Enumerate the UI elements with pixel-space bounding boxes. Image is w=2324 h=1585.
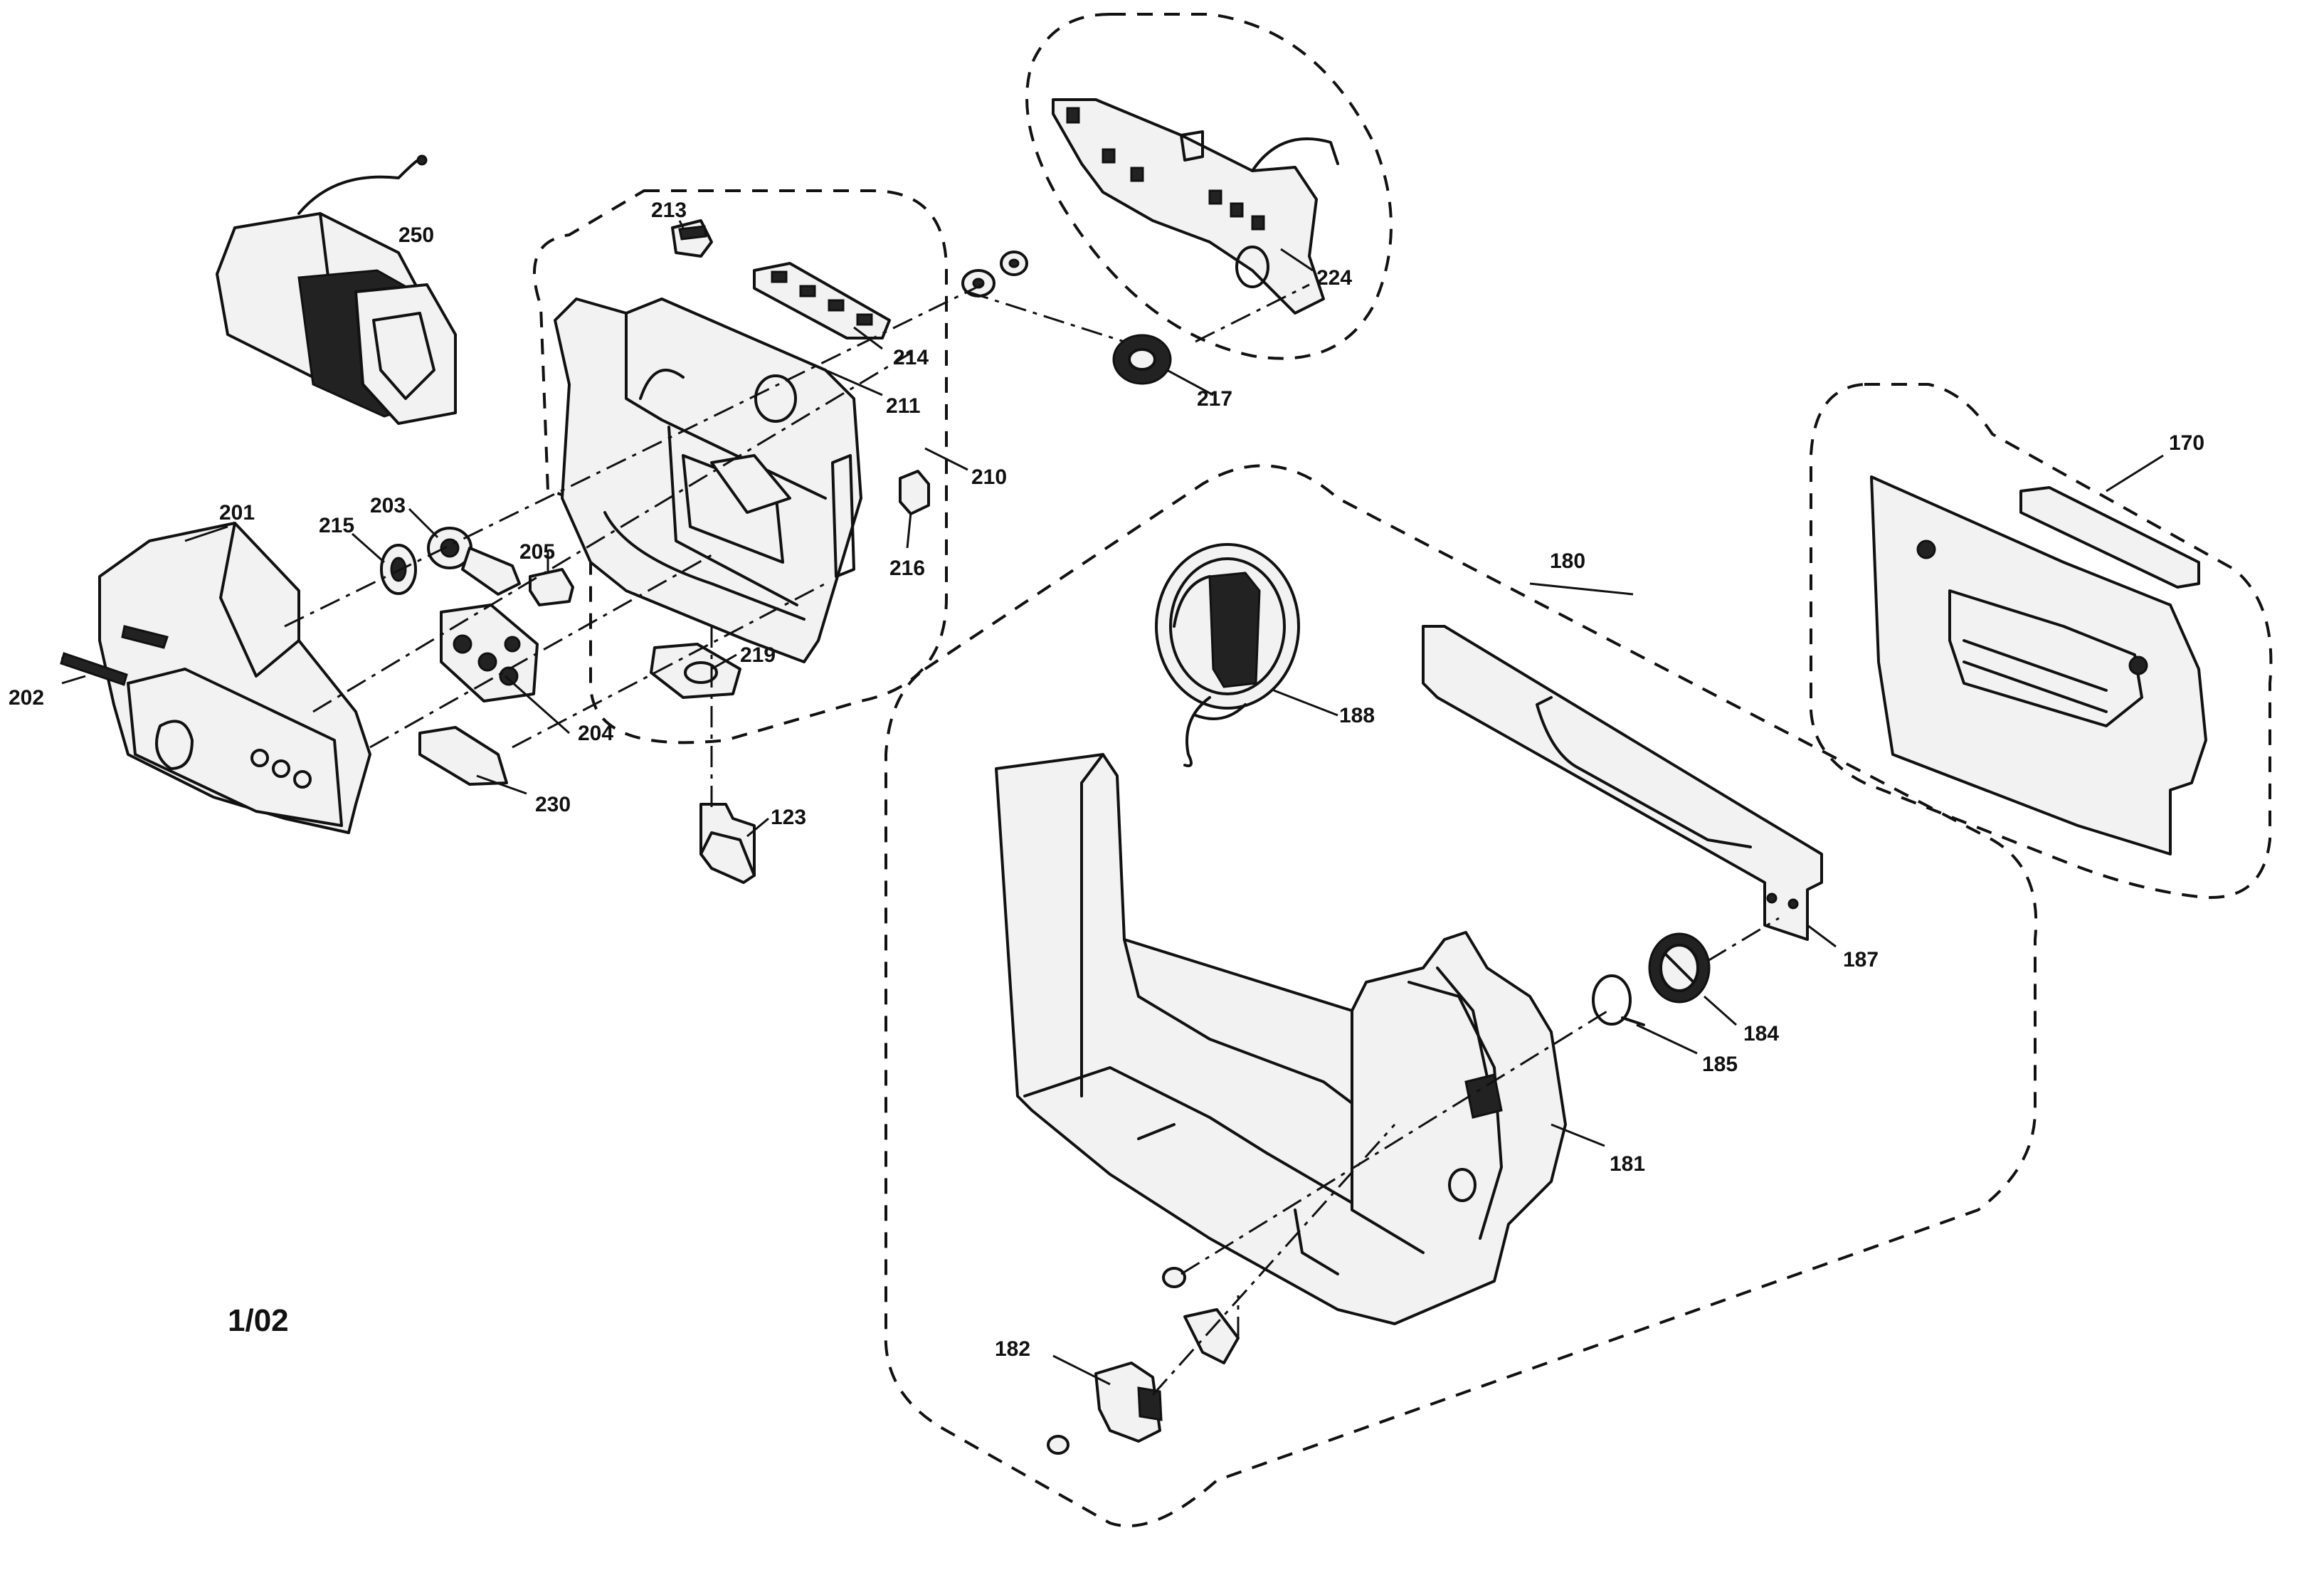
callout-labels: 250 213 214 211 210 216 219 123 201 203 … (9, 199, 2204, 1361)
callout-182: 182 (995, 1337, 1030, 1361)
callout-204: 204 (578, 722, 613, 745)
callout-180: 180 (1550, 549, 1585, 573)
group-outline-224 (1025, 13, 1393, 360)
callout-215: 215 (319, 514, 354, 537)
callout-230: 230 (535, 793, 571, 816)
callout-170: 170 (2169, 431, 2204, 455)
callout-216: 216 (889, 557, 925, 580)
hinge-213 (671, 219, 713, 258)
main-frame-210 (554, 297, 862, 663)
clip-216 (899, 470, 930, 515)
callout-201: 201 (219, 501, 255, 525)
callout-214: 214 (893, 346, 929, 369)
gear-184 (1648, 932, 1711, 1004)
switch-205 (529, 568, 574, 606)
viewfinder-250 (216, 154, 457, 425)
switch-182 (1047, 1362, 1163, 1455)
callout-123: 123 (771, 806, 806, 829)
callout-202: 202 (9, 686, 44, 710)
callout-213: 213 (651, 199, 687, 222)
callout-187: 187 (1843, 948, 1879, 971)
bracket-187 (1422, 625, 1823, 941)
callout-185: 185 (1702, 1053, 1738, 1076)
group-outline-170 (1809, 383, 2273, 899)
small-parts (1162, 1267, 1240, 1364)
leader-lines (61, 220, 2164, 1386)
dial-217 (1112, 334, 1172, 385)
part-123 (699, 803, 756, 884)
callout-181: 181 (1610, 1152, 1645, 1176)
callout-217: 217 (1197, 387, 1232, 411)
bracket-219 (650, 643, 741, 699)
callout-203: 203 (370, 494, 406, 517)
callout-219: 219 (740, 643, 776, 667)
callout-250: 250 (398, 223, 434, 247)
circuit-board-224 (1052, 98, 1339, 315)
spring-202 (60, 652, 128, 686)
callout-205: 205 (519, 540, 555, 564)
page-code: 1/02 (228, 1303, 289, 1338)
callout-211: 211 (886, 394, 920, 418)
jack-board-204 (440, 604, 539, 702)
front-cover-201 (98, 522, 371, 834)
reel-188 (1155, 543, 1300, 767)
chassis-181 (995, 753, 1567, 1325)
group-outline-210 (533, 189, 948, 744)
callout-188: 188 (1339, 704, 1375, 727)
plate-230 (418, 726, 508, 786)
callout-224: 224 (1316, 266, 1352, 290)
connector-203 (427, 527, 521, 596)
button-strip-214 (753, 262, 891, 339)
assembly-axis-lines (284, 283, 1780, 1396)
callout-184: 184 (1743, 1022, 1779, 1046)
callout-210: 210 (971, 465, 1007, 489)
side-panel-170 (1870, 475, 2207, 855)
spring-185 (1592, 974, 1645, 1026)
